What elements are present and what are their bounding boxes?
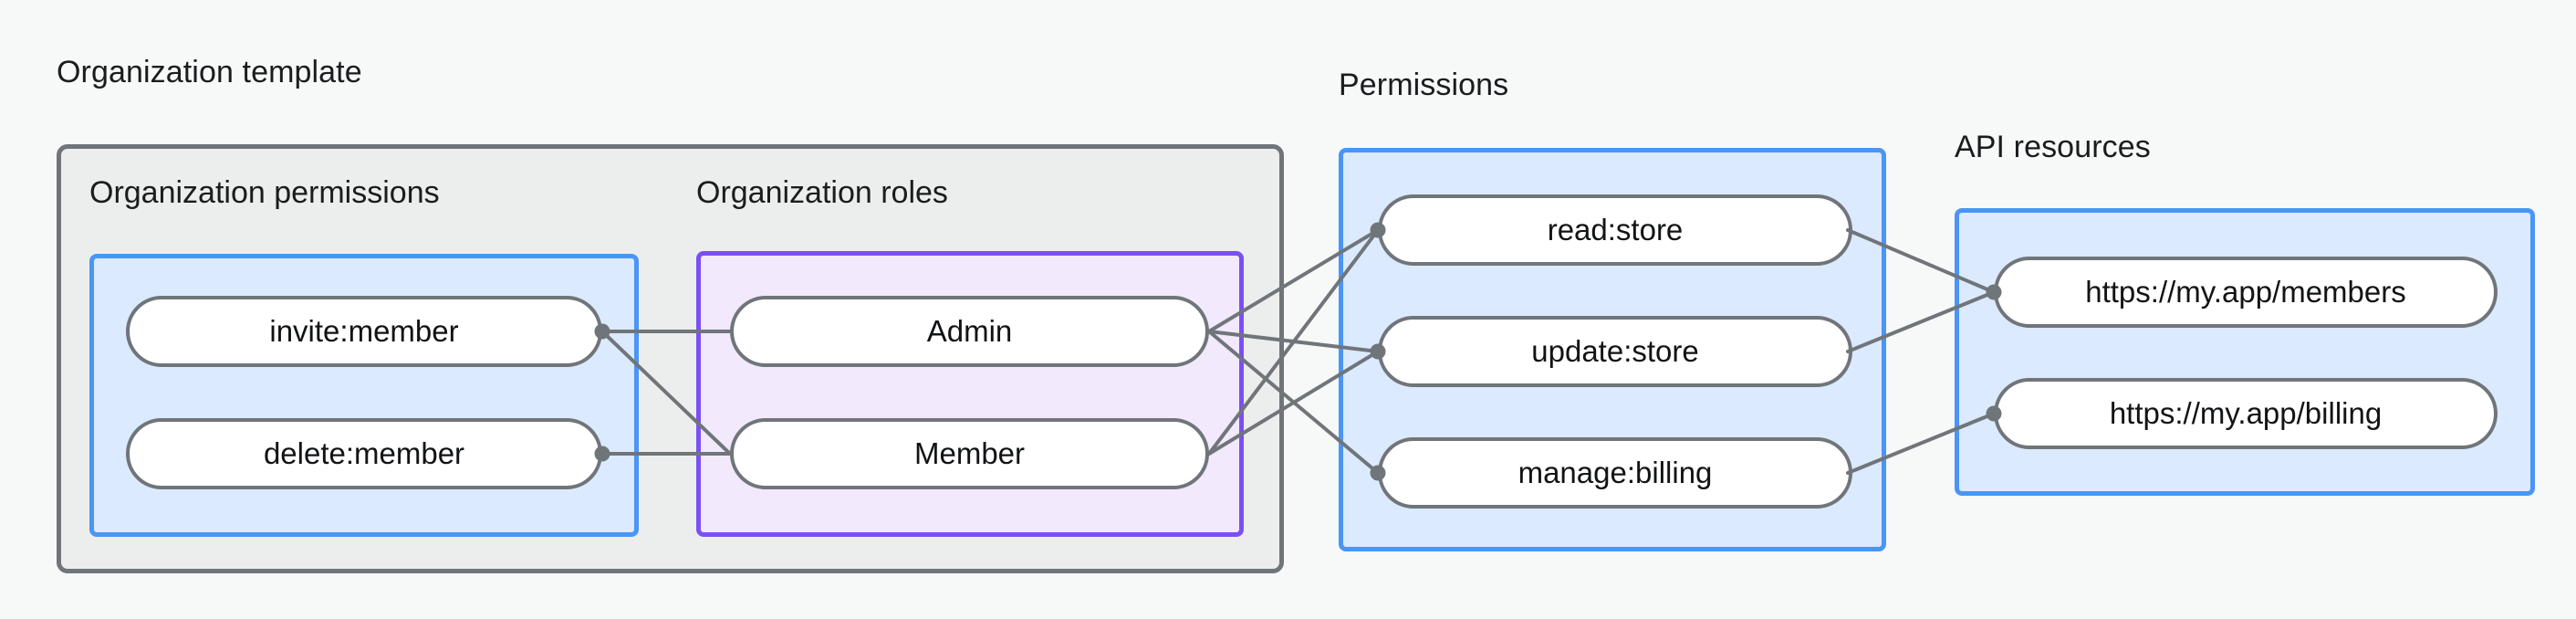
- group-label-organization-permissions: Organization permissions: [89, 175, 440, 210]
- node-invite-member[interactable]: invite:member: [126, 296, 602, 367]
- port-update-store-left: [1370, 343, 1386, 360]
- group-label-permissions: Permissions: [1339, 68, 1509, 102]
- organization-roles-container: [696, 251, 1244, 537]
- node-member[interactable]: Member: [730, 418, 1209, 489]
- node-manage-billing[interactable]: manage:billing: [1378, 437, 1852, 509]
- port-delete-member-right: [594, 446, 610, 462]
- group-label-api-resources: API resources: [1955, 130, 2151, 164]
- port-invite-member-right: [594, 323, 610, 340]
- node-billing-resource[interactable]: https://my.app/billing: [1994, 378, 2498, 449]
- port-members-resource-left: [1986, 284, 2002, 300]
- port-read-store-left: [1370, 222, 1386, 238]
- group-label-organization-roles: Organization roles: [696, 175, 948, 210]
- group-label-organization-template: Organization template: [57, 55, 362, 89]
- node-members-resource[interactable]: https://my.app/members: [1994, 257, 2498, 328]
- node-update-store[interactable]: update:store: [1378, 316, 1852, 387]
- port-billing-resource-left: [1986, 405, 2002, 422]
- node-delete-member[interactable]: delete:member: [126, 418, 602, 489]
- port-manage-billing-left: [1370, 465, 1386, 481]
- node-read-store[interactable]: read:store: [1378, 194, 1852, 266]
- node-admin[interactable]: Admin: [730, 296, 1209, 367]
- api-resources-container: [1955, 208, 2535, 496]
